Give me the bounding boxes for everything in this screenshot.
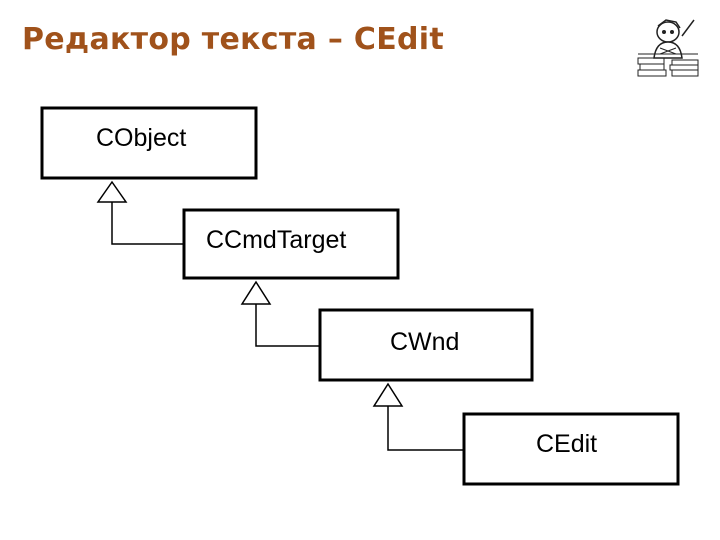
slide-title: Редактор текста – CEdit bbox=[22, 22, 444, 57]
class-label-cwnd: CWnd bbox=[390, 328, 459, 356]
books-logo-icon bbox=[637, 19, 699, 77]
class-label-cobject: CObject bbox=[96, 124, 186, 152]
class-box-cobject: CObject bbox=[40, 106, 258, 180]
class-label-cedit: CEdit bbox=[536, 430, 597, 458]
inheritance-arrow-ccmdtarget-cobject bbox=[96, 180, 184, 245]
inheritance-arrow-cwnd-ccmdtarget bbox=[240, 280, 320, 347]
inheritance-arrow-cedit-cwnd bbox=[372, 382, 464, 451]
class-box-ccmdtarget: CCmdTarget bbox=[182, 208, 400, 280]
class-box-cedit: CEdit bbox=[462, 412, 680, 486]
class-box-cwnd: CWnd bbox=[318, 308, 534, 382]
class-label-ccmdtarget: CCmdTarget bbox=[206, 226, 346, 254]
